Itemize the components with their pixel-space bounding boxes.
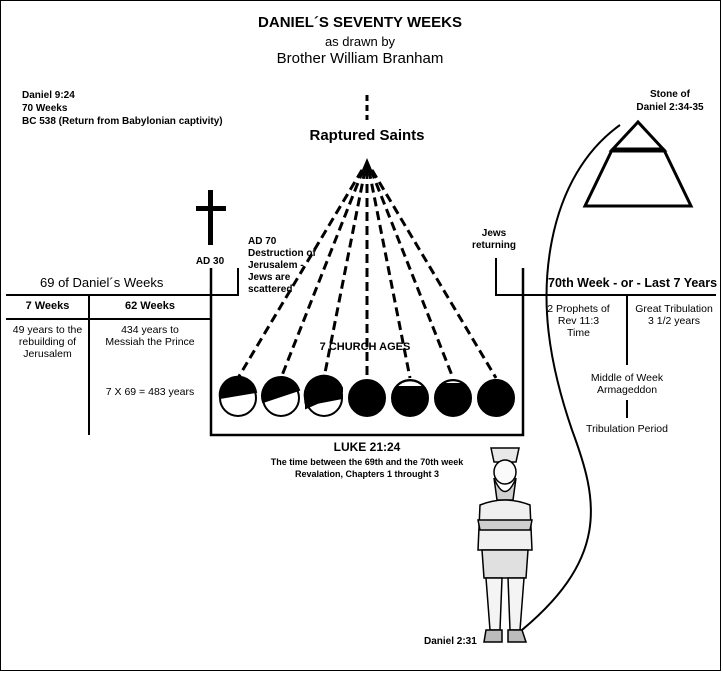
- church-age-1-icon: [218, 375, 258, 417]
- page-subtitle: as drawn by: [324, 34, 396, 49]
- daniel-231-label: Daniel 2:31: [424, 636, 477, 647]
- church-age-box: [209, 268, 525, 437]
- church-age-5-icon: [391, 379, 429, 417]
- rapture-point-icon: [362, 158, 372, 170]
- ad30-label: AD 30: [195, 256, 225, 267]
- two-prophets-label: 2 Prophets of Rev 11:3 Time: [547, 303, 610, 339]
- cross-icon: [196, 190, 226, 245]
- jews-returning-label: Jews returning: [472, 228, 516, 251]
- luke-line-2: Revalation, Chapters 1 throught 3: [294, 469, 440, 479]
- sixty-two-weeks-description: 434 years to Messiah the Prince: [105, 324, 195, 348]
- page-title: DANIEL´S SEVENTY WEEKS: [258, 14, 462, 31]
- stone-icon: [582, 119, 694, 208]
- stone-label-2: Daniel 2:34-35: [636, 102, 704, 113]
- church-age-7-icon: [477, 379, 515, 417]
- ad70-label: AD 70 Destruction of Jerusalem - Jews ar…: [248, 236, 316, 295]
- luke-line-1: The time between the 69th and the 70th w…: [270, 457, 464, 467]
- great-tribulation-label: Great Tribulation 3 1/2 years: [635, 303, 713, 327]
- luke-header: LUKE 21:24: [333, 440, 401, 454]
- seventieth-week-label: 70th Week - or - Last 7 Years: [548, 276, 718, 290]
- sixty-nine-weeks-label: 69 of Daniel´s Weeks: [40, 275, 164, 290]
- stone-label-1: Stone of: [650, 89, 690, 100]
- seven-weeks-header: 7 Weeks: [25, 300, 70, 312]
- church-age-rays: [236, 169, 498, 379]
- ad70-step-line: [211, 268, 239, 296]
- intro-date: BC 538 (Return from Babylonian captivity…: [22, 116, 223, 127]
- intro-reference: Daniel 9:24: [22, 90, 75, 101]
- church-age-6-icon: [434, 379, 472, 417]
- church-age-3-icon: [303, 374, 343, 417]
- church-age-2-icon: [261, 376, 301, 417]
- stone-path-curve: [511, 124, 621, 639]
- sixty-two-weeks-header: 62 Weeks: [125, 300, 175, 312]
- church-age-circles: [218, 374, 515, 417]
- statue-icon: [477, 447, 533, 643]
- raptured-saints-label: Raptured Saints: [309, 127, 425, 144]
- jews-returning-step-line: [495, 258, 523, 296]
- church-age-4-icon: [348, 379, 386, 417]
- sixty-two-weeks-calculation: 7 X 69 = 483 years: [105, 386, 195, 398]
- intro-weeks: 70 Weeks: [22, 103, 68, 114]
- seven-weeks-description: 49 years to the rebuilding of Jerusalem: [12, 324, 83, 360]
- middle-of-week-label: Middle of Week Armageddon: [590, 372, 664, 396]
- church-ages-label: 7 CHURCH AGES: [319, 341, 411, 353]
- tribulation-period-label: Tribulation Period: [586, 423, 668, 435]
- page-author: Brother William Branham: [276, 50, 444, 67]
